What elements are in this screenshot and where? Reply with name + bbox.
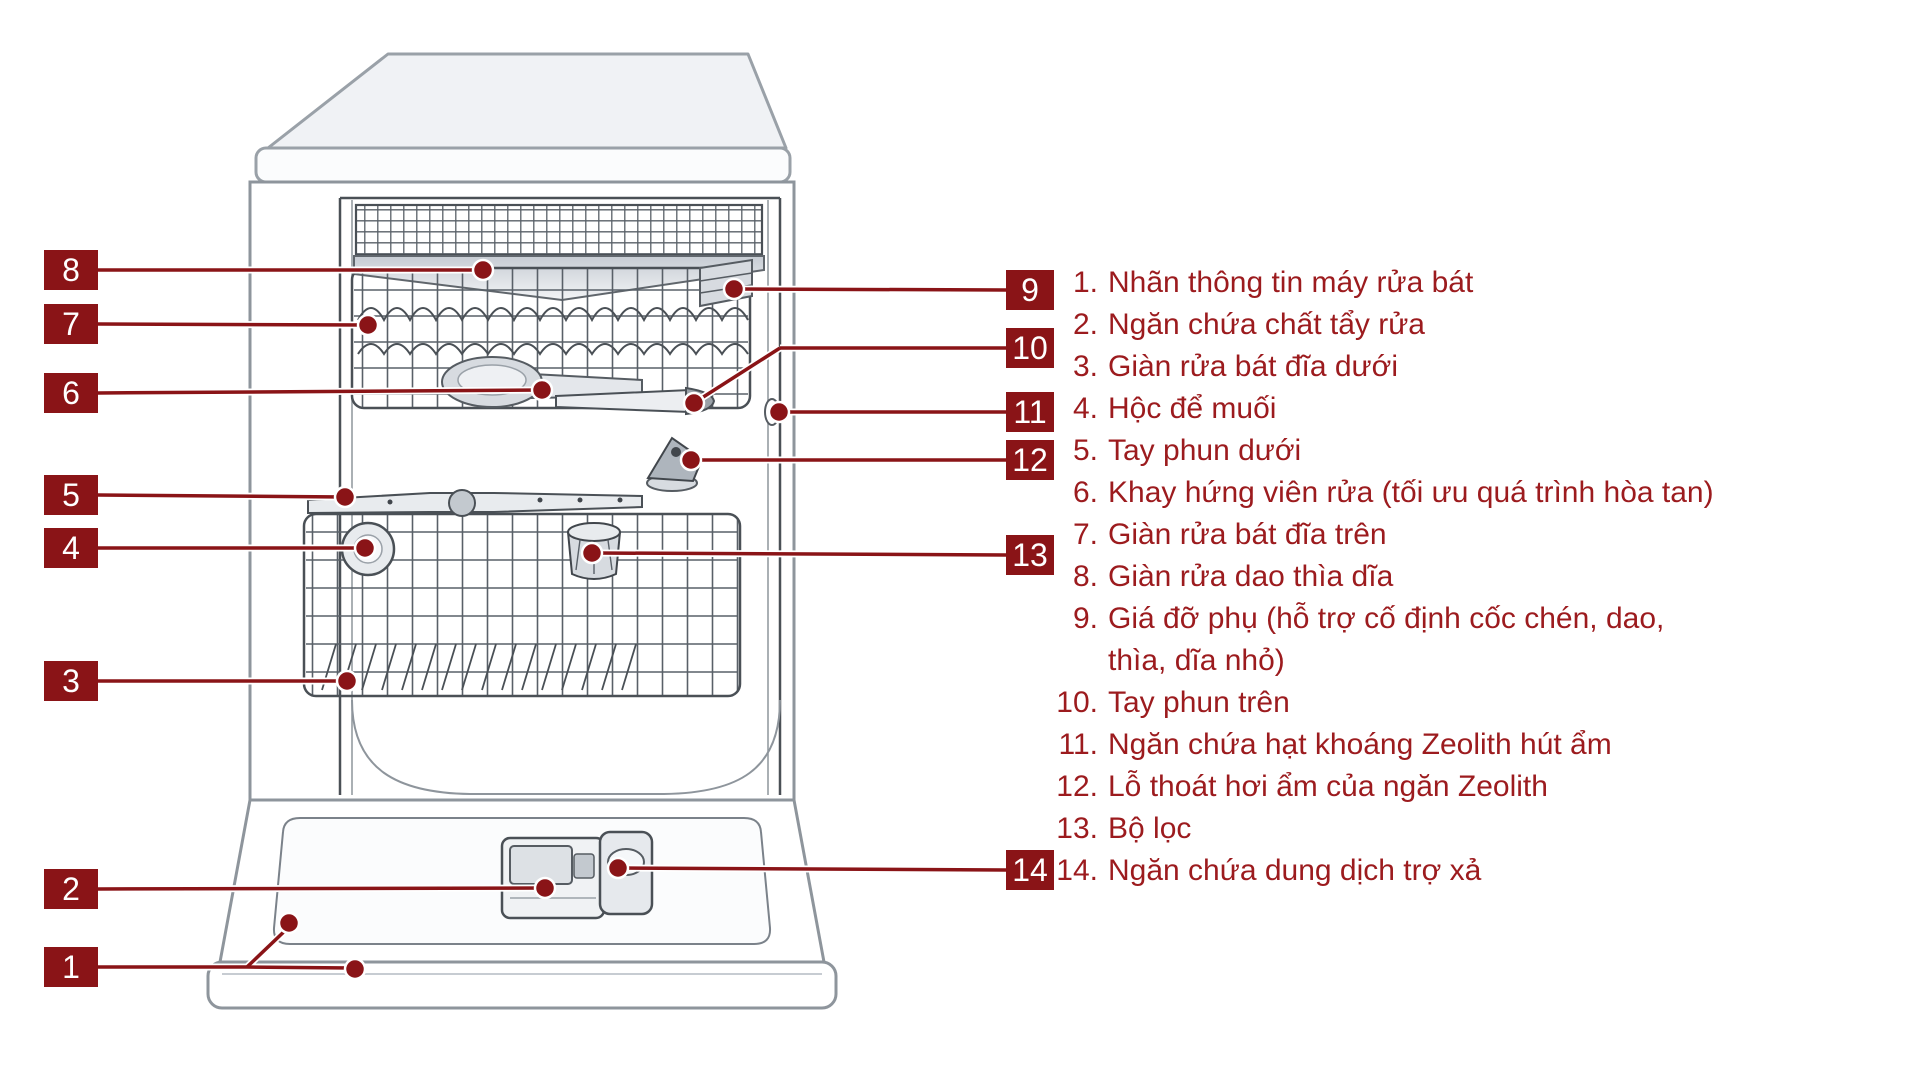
callout-box-3-lower-rack: 3 bbox=[44, 661, 98, 701]
legend-item-number: 12. bbox=[1056, 770, 1098, 803]
callout-dot-2 bbox=[533, 876, 557, 900]
legend-item-label: Ngăn chứa chất tẩy rửa bbox=[1108, 308, 1425, 341]
legend-item-number: 8. bbox=[1072, 560, 1098, 593]
leader-line-3-to-lower-rack bbox=[98, 669, 359, 693]
callout-box-6-tablet-tray: 6 bbox=[44, 373, 98, 413]
callout-box-4-salt-container: 4 bbox=[44, 528, 98, 568]
callout-dot-13 bbox=[580, 541, 604, 565]
leader-line-8-to-cutlery-rack bbox=[98, 258, 495, 282]
legend-item-label: Bộ lọc bbox=[1108, 812, 1192, 845]
legend-item-label: Giàn rửa bát đĩa dưới bbox=[1108, 350, 1398, 383]
legend-item-3: 3. Giàn rửa bát đĩa dưới bbox=[1028, 346, 1714, 388]
leader-line-7-to-upper-rack bbox=[97, 313, 380, 337]
legend-item-label: Giá đỡ phụ (hỗ trợ cố định cốc chén, dao… bbox=[1108, 602, 1665, 677]
legend-item-8: 8. Giàn rửa dao thìa dĩa bbox=[1028, 556, 1714, 598]
legend-item-14: 14. Ngăn chứa dung dịch trợ xả bbox=[1028, 850, 1714, 892]
legend-item-number: 3. bbox=[1072, 350, 1098, 383]
worktop bbox=[254, 52, 792, 184]
legend-item-number: 4. bbox=[1072, 392, 1098, 425]
legend-item-label: Hộc để muối bbox=[1108, 392, 1277, 425]
legend-item-2: 2. Ngăn chứa chất tẩy rửa bbox=[1028, 304, 1714, 346]
leader-line-14-to-rinse-aid-dispenser bbox=[606, 856, 1007, 880]
legend-item-label: Nhãn thông tin máy rửa bát bbox=[1108, 266, 1474, 299]
legend-item-12: 12. Lỗ thoát hơi ẩm của ngăn Zeolith bbox=[1028, 766, 1714, 808]
leader-line-12-to-steam-outlet bbox=[679, 448, 1006, 472]
detergent-dispenser bbox=[500, 836, 606, 920]
leader-line-6-to-tablet-tray bbox=[97, 378, 554, 402]
callout-box-10-upper-spray-arm: 10 bbox=[1006, 328, 1054, 368]
callout-box-1-info-label: 1 bbox=[44, 947, 98, 987]
callout-dot-1 bbox=[277, 911, 301, 935]
legend-item-label: Ngăn chứa dung dịch trợ xả bbox=[1108, 854, 1482, 887]
legend-item-10: 10. Tay phun trên bbox=[1028, 682, 1714, 724]
callout-dot-4 bbox=[353, 536, 377, 560]
callout-box-2-detergent-dispenser: 2 bbox=[44, 869, 98, 909]
legend-item-label: Ngăn chứa hạt khoáng Zeolith hút ẩm bbox=[1108, 728, 1612, 761]
legend-item-number: 6. bbox=[1072, 476, 1098, 509]
callout-box-8-cutlery-rack: 8 bbox=[44, 250, 98, 290]
legend-item-label: Lỗ thoát hơi ẩm của ngăn Zeolith bbox=[1108, 770, 1548, 803]
leader-line-4-to-salt-container bbox=[98, 536, 377, 560]
callout-box-13-filter: 13 bbox=[1006, 535, 1054, 575]
callout-box-12-steam-outlet: 12 bbox=[1006, 440, 1054, 480]
legend-item-label: Tay phun dưới bbox=[1108, 434, 1302, 467]
callout-dot-5 bbox=[333, 485, 357, 509]
callout-box-11-zeolith-container: 11 bbox=[1006, 392, 1054, 432]
callout-dot-7 bbox=[356, 313, 380, 337]
legend-item-1: 1. Nhãn thông tin máy rửa bát bbox=[1028, 262, 1714, 304]
callout-dot-8 bbox=[471, 258, 495, 282]
legend-item-4: 4. Hộc để muối bbox=[1028, 388, 1714, 430]
legend-item-number: 11. bbox=[1058, 728, 1098, 761]
leader-line-11-to-zeolith-container bbox=[767, 400, 1006, 424]
leader-line-5-to-lower-spray-arm bbox=[97, 485, 357, 509]
legend-item-label: Giàn rửa bát đĩa trên bbox=[1108, 518, 1387, 551]
callout-dot-3 bbox=[335, 669, 359, 693]
legend-item-label: Khay hứng viên rửa (tối ưu quá trình hòa… bbox=[1108, 476, 1714, 509]
callout-dot-10 bbox=[682, 391, 706, 415]
legend-item-7: 7. Giàn rửa bát đĩa trên bbox=[1028, 514, 1714, 556]
leader-line-13-to-filter bbox=[580, 541, 1007, 565]
legend-item-number: 7. bbox=[1072, 518, 1098, 551]
legend: 1. Nhãn thông tin máy rửa bát 2. Ngăn chứa … bbox=[1028, 262, 1714, 892]
legend-item-5: 5. Tay phun dưới bbox=[1028, 430, 1714, 472]
legend-item-number: 9. bbox=[1072, 602, 1098, 635]
legend-item-label: Tay phun trên bbox=[1108, 686, 1290, 719]
legend-item-11: 11. Ngăn chứa hạt khoáng Zeolith hút ẩm bbox=[1028, 724, 1714, 766]
leader-line-9-to-aux-holder bbox=[722, 277, 1007, 301]
callout-box-5-lower-spray-arm: 5 bbox=[44, 475, 98, 515]
leader-line-10-to-upper-spray-arm bbox=[682, 344, 1006, 415]
legend-item-6: 6. Khay hứng viên rửa (tối ưu quá trình h… bbox=[1028, 472, 1714, 514]
callout-dot-12 bbox=[679, 448, 703, 472]
legend-item-number: 5. bbox=[1072, 434, 1098, 467]
callout-box-9-aux-holder: 9 bbox=[1006, 270, 1054, 310]
legend-item-number: 1. bbox=[1072, 266, 1098, 299]
callout-dot-11 bbox=[767, 400, 791, 424]
legend-item-number: 10. bbox=[1056, 686, 1098, 719]
callout-dot-9 bbox=[722, 277, 746, 301]
legend-item-number: 13. bbox=[1056, 812, 1098, 845]
callout-dot-6 bbox=[530, 378, 554, 402]
lower-spray-arm bbox=[307, 489, 643, 517]
callout-dot-1 bbox=[343, 957, 367, 981]
callout-box-7-upper-rack: 7 bbox=[44, 304, 98, 344]
legend-item-9: 9. Giá đỡ phụ (hỗ trợ cố định cốc chén, d… bbox=[1028, 598, 1714, 682]
legend-item-label: Giàn rửa dao thìa dĩa bbox=[1108, 560, 1394, 593]
leader-line-2-to-detergent-dispenser bbox=[97, 876, 557, 900]
legend-item-number: 14. bbox=[1056, 854, 1098, 887]
callout-dot-14 bbox=[606, 856, 630, 880]
legend-item-number: 2. bbox=[1072, 308, 1098, 341]
legend-item-13: 13. Bộ lọc bbox=[1028, 808, 1714, 850]
callout-box-14-rinse-aid-dispenser: 14 bbox=[1006, 850, 1054, 890]
leader-line-1-to-info-label bbox=[98, 911, 367, 981]
lower-rack bbox=[302, 512, 742, 698]
